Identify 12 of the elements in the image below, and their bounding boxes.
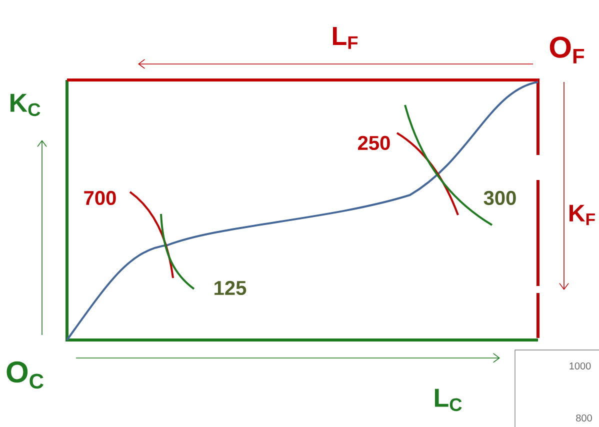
tick-label: 1000 — [570, 362, 591, 370]
tick-label: 800 — [576, 414, 592, 422]
axis-label: K$_{C}$ — [10, 94, 40, 116]
isoquant-label: 300 — [484, 190, 516, 206]
isoquant-label: 250 — [358, 136, 390, 150]
axis-label: L$_{C}$ — [434, 388, 462, 412]
origin-label: O$_{F}$ — [550, 36, 584, 64]
axis-label: L$_{F}$ — [333, 27, 358, 49]
isoquant-label: 125 — [214, 280, 246, 296]
isoquant-label: 700 — [84, 190, 116, 206]
axis-label: K$_{F}$ — [570, 204, 595, 226]
origin-label: O$_{C}$ — [6, 361, 44, 389]
